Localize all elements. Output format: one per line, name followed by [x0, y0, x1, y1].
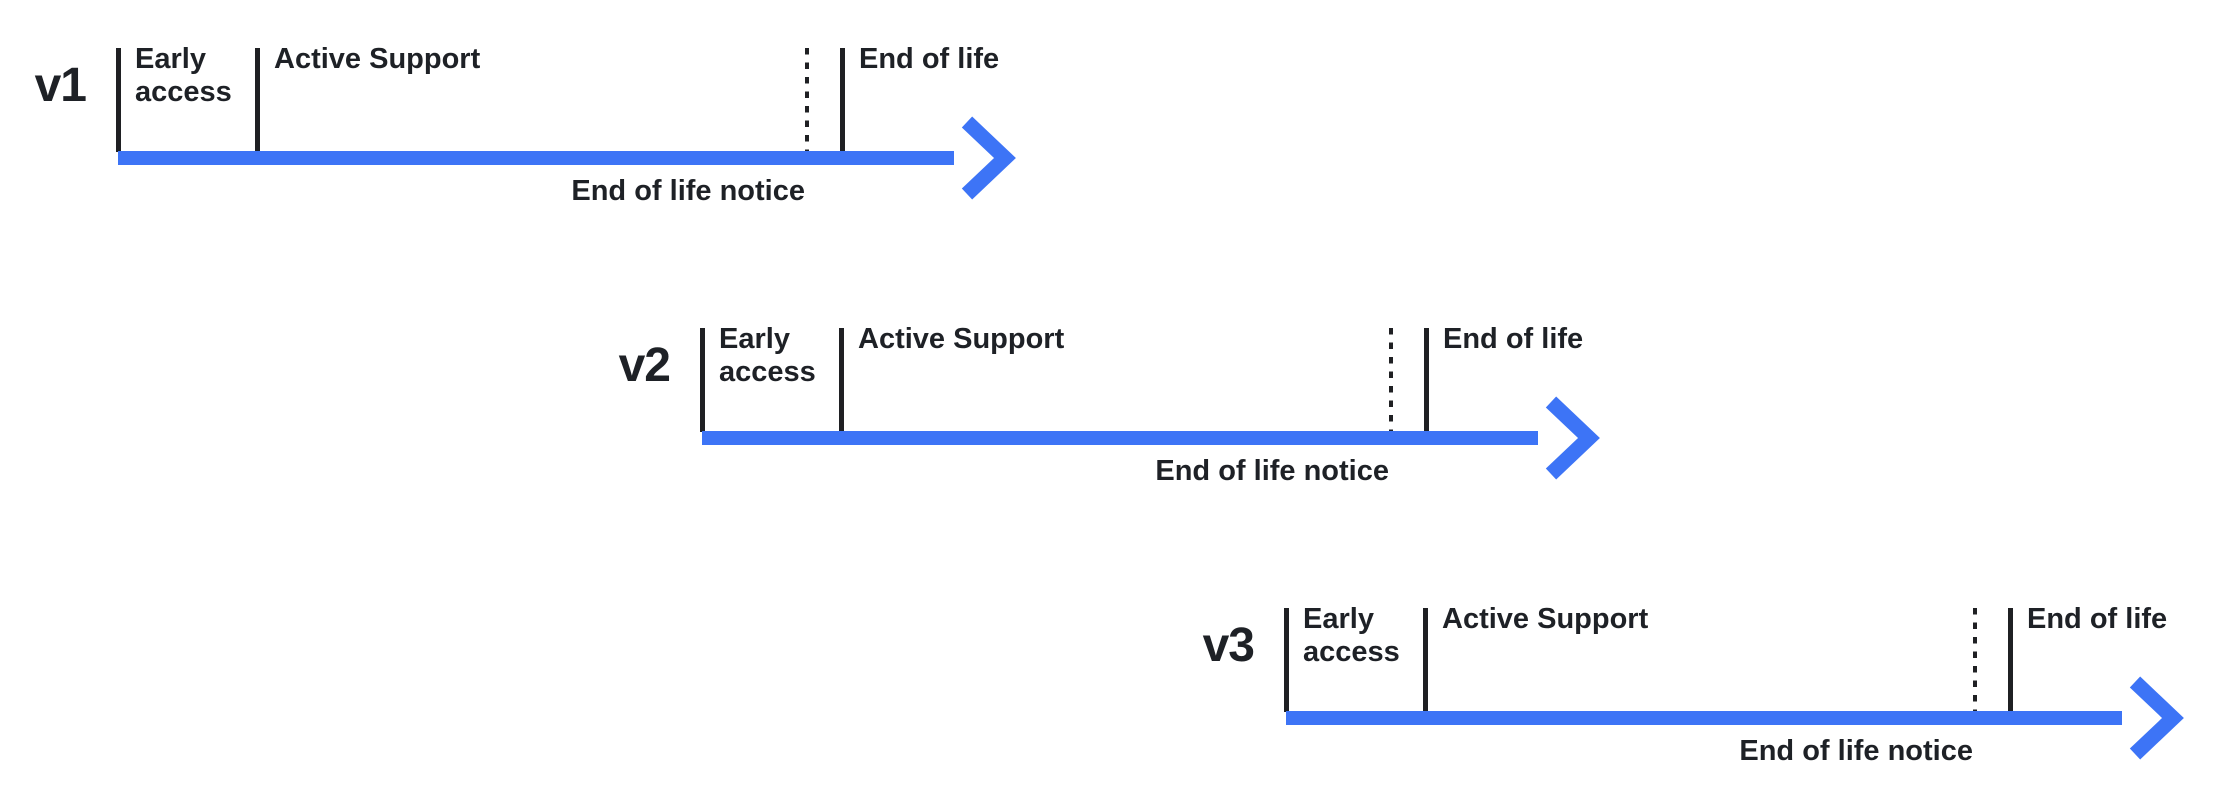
end-of-life-label: End of life	[1443, 323, 1584, 355]
active-support-label: Active Support	[1442, 603, 1649, 635]
active-support-start-tick	[839, 328, 844, 432]
active-support-label: Active Support	[274, 43, 481, 75]
version-label-v1: v1	[34, 59, 87, 112]
end-of-life-notice-label: End of life notice	[1155, 455, 1389, 487]
early-access-start-tick	[700, 328, 705, 432]
end-of-life-notice-label: End of life notice	[571, 175, 805, 207]
timeline-v3: v3 Early access Active Support End of li…	[1203, 603, 2228, 812]
timeline-arrow-icon	[118, 116, 1016, 200]
eol-notice-dashed-line	[805, 48, 809, 152]
eol-notice-dashed-line	[1973, 608, 1977, 712]
end-of-life-tick	[1424, 328, 1429, 432]
timeline-arrow-icon	[1286, 676, 2184, 760]
active-support-label: Active Support	[858, 323, 1065, 355]
active-support-start-tick	[255, 48, 260, 152]
early-access-label: Early access	[719, 323, 816, 389]
end-of-life-label: End of life	[859, 43, 1000, 75]
eol-notice-dashed-line	[1389, 328, 1393, 432]
early-access-label: Early access	[135, 43, 232, 109]
end-of-life-tick	[2008, 608, 2013, 712]
early-access-label: Early access	[1303, 603, 1400, 669]
active-support-start-tick	[1423, 608, 1428, 712]
early-access-start-tick	[116, 48, 121, 152]
end-of-life-label: End of life	[2027, 603, 2168, 635]
timeline-v2: v2 Early access Active Support End of li…	[619, 323, 1802, 558]
version-label-v2: v2	[618, 339, 671, 392]
early-access-start-tick	[1284, 608, 1289, 712]
end-of-life-tick	[840, 48, 845, 152]
end-of-life-notice-label: End of life notice	[1739, 735, 1973, 767]
version-label-v3: v3	[1202, 619, 1255, 672]
timeline-arrow-icon	[702, 396, 1600, 480]
timeline-v1: v1 Early access Active Support End of li…	[35, 43, 1218, 278]
